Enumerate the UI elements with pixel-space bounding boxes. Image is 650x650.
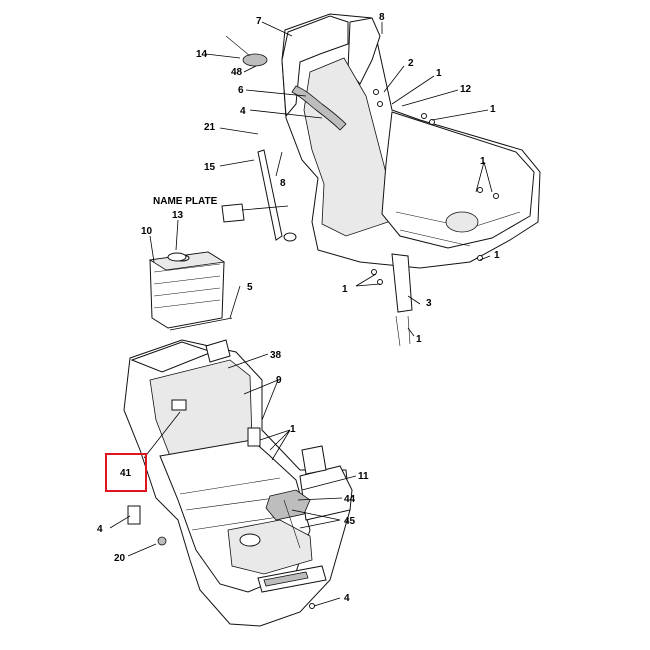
callout-14: 14 [196, 49, 208, 60]
callout-10: 10 [141, 226, 153, 237]
callout-20: 20 [114, 553, 126, 564]
callout-41: 41 [120, 468, 132, 479]
upper-cover-assembly [225, 13, 541, 347]
lower-base-body [123, 339, 353, 627]
callout-1: 1 [436, 68, 442, 79]
callout-5: 5 [247, 282, 253, 293]
callout-1: 1 [494, 250, 500, 261]
callout-6: 6 [238, 85, 244, 96]
callout-1: 1 [490, 104, 496, 115]
name-plate-label: NAME PLATE [153, 196, 218, 207]
callout-3: 3 [426, 298, 432, 309]
highlight-box [105, 453, 147, 492]
name-plate [221, 203, 245, 223]
callout-8: 8 [280, 178, 286, 189]
callout-38: 38 [270, 350, 282, 361]
callout-2: 2 [408, 58, 414, 69]
callout-4: 4 [97, 524, 103, 535]
battery-pack [148, 251, 226, 329]
o-ring [167, 252, 187, 262]
callout-7: 7 [256, 16, 262, 27]
callout-13: 13 [172, 210, 184, 221]
callout-1: 1 [480, 156, 486, 167]
callout-1: 1 [416, 334, 422, 345]
callout-44: 44 [344, 494, 356, 505]
callout-4: 4 [344, 593, 350, 604]
callout-8: 8 [379, 12, 385, 23]
callout-1: 1 [342, 284, 348, 295]
callout-15: 15 [204, 162, 216, 173]
rod-part-5 [169, 317, 233, 331]
callout-11: 11 [358, 471, 369, 482]
callout-48: 48 [231, 67, 243, 78]
callout-45: 45 [344, 516, 356, 527]
callout-1: 1 [290, 424, 296, 435]
callout-21: 21 [204, 122, 216, 133]
callout-4: 4 [240, 106, 246, 117]
callout-9: 9 [276, 375, 282, 386]
callout-12: 12 [460, 84, 472, 95]
leader-lines [109, 21, 493, 607]
callout-labels: 7 8 14 48 2 1 12 1 6 4 21 8 15 1 NAME PL… [97, 12, 500, 604]
